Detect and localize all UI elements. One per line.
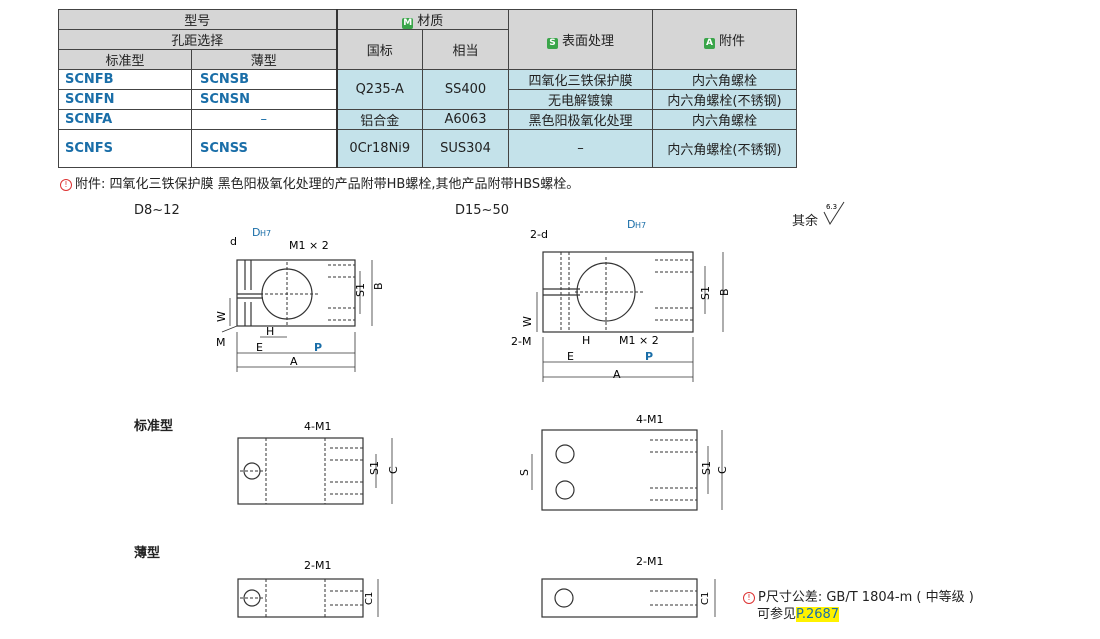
header-equiv: 相当 [422,29,509,70]
svg-text:S: S [518,469,531,476]
page-reference-link[interactable]: P.2687 [796,607,840,622]
svg-text:C1: C1 [700,592,711,605]
svg-text:W: W [521,316,534,327]
note-icon: ! [60,179,72,191]
svg-text:M1 × 2: M1 × 2 [619,334,659,347]
table-row: SCNFN SCNSN 无电解镀镍 内六角螺栓(不锈钢) [58,89,797,110]
svg-text:C: C [716,466,729,474]
svg-text:D: D [252,226,260,239]
roughness-symbol-icon: 6.3 [823,201,845,226]
svg-text:H: H [266,325,274,338]
svg-text:d: d [230,235,237,248]
svg-text:4-M1: 4-M1 [636,413,663,426]
svg-text:M: M [216,336,226,349]
svg-text:P: P [645,350,653,363]
material-badge: M [402,18,414,29]
label-d8-12: D8~12 [134,203,180,218]
svg-text:S1: S1 [700,461,713,475]
attachment-badge: A [703,38,715,49]
header-standard: 标准型 [58,49,192,70]
surface-badge: S [546,38,558,49]
table-row: SCNFA – 铝合金 A6063 黑色阳极氧化处理 内六角螺栓 [58,109,797,130]
svg-text:A: A [290,355,298,368]
drawing-standard-side-left: 4-M1 S1 C [237,420,400,505]
svg-text:D: D [627,218,635,231]
svg-text:2-M: 2-M [511,335,531,348]
svg-text:H7: H7 [635,221,646,230]
svg-text:2-M1: 2-M1 [636,555,663,568]
svg-text:H7: H7 [260,229,271,238]
drawing-standard-side-right: 4-M1 S1 C S [518,413,729,511]
tolerance-note-icon: ! [743,592,755,604]
svg-text:2-M1: 2-M1 [304,559,331,572]
svg-text:C1: C1 [364,592,375,605]
svg-text:6.3: 6.3 [826,203,837,211]
svg-text:C: C [387,466,400,474]
label-d15-50: D15~50 [455,203,509,218]
label-thin: 薄型 [134,546,161,561]
header-model: 型号 [58,9,338,30]
svg-text:B: B [718,288,731,296]
header-hole-pitch: 孔距选择 [58,29,338,50]
svg-text:E: E [256,341,263,354]
svg-text:S1: S1 [699,286,712,300]
header-guobiao: 国标 [336,29,423,70]
drawing-thin-side-right: 2-M1 C1 [541,555,716,618]
svg-text:H: H [582,334,590,347]
svg-text:4-M1: 4-M1 [304,420,331,433]
drawing-thin-side-left: 2-M1 C1 [237,559,379,618]
header-thin: 薄型 [191,49,338,70]
svg-text:P: P [314,341,322,354]
svg-text:2-d: 2-d [530,228,548,241]
label-rest: 其余 [792,214,819,229]
svg-text:E: E [567,350,574,363]
attachment-note: !附件: 四氧化三铁保护膜 黑色阳极氧化处理的产品附带HB螺栓,其他产品附带HB… [60,173,579,192]
svg-text:B: B [372,282,385,290]
table-row: SCNFS SCNSS 0Cr18Ni9 SUS304 – 内六角螺栓(不锈钢) [58,129,797,168]
drawing-d8-12-front: d D H7 M1 × 2 S1 B W M H E P A [215,226,385,372]
svg-text:S1: S1 [368,461,381,475]
svg-text:A: A [613,368,621,381]
svg-text:W: W [215,311,228,322]
table-row: SCNFB SCNSB Q235-A SS400 四氧化三铁保护膜 内六角螺栓 [58,69,797,110]
tolerance-note: !P尺寸公差: GB/T 1804-m ( 中等级 ) 可参见P.2687 [743,589,974,623]
svg-text:S1: S1 [354,283,367,297]
svg-text:M1 × 2: M1 × 2 [289,239,329,252]
drawing-d15-50-front: 2-d D H7 S1 B W 2-M H M1 × 2 E P A [511,218,731,382]
label-standard: 标准型 [134,419,174,434]
